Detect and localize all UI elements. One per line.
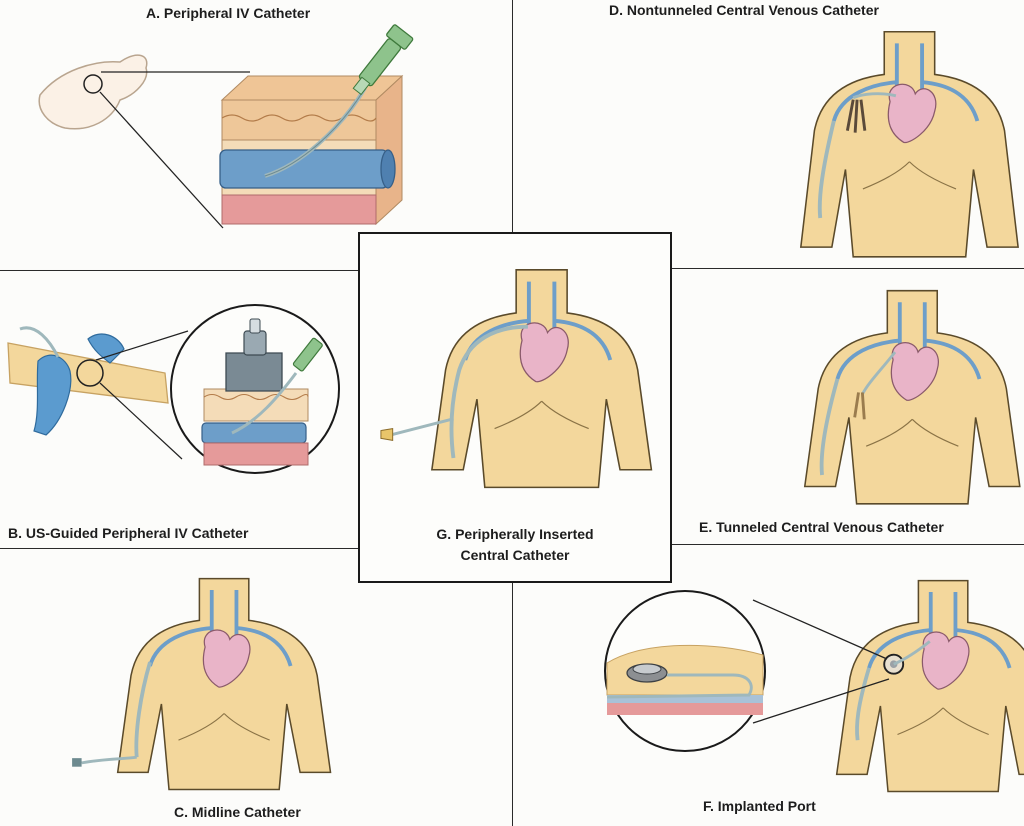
panel-e-caption: E. Tunneled Central Venous Catheter — [699, 519, 944, 535]
panel-g-caption-line1: G. Peripherally Inserted — [436, 526, 594, 542]
divider-right-top — [670, 268, 1024, 269]
panel-g-caption-line2: Central Catheter — [460, 547, 570, 563]
divider-left-bottom — [0, 548, 360, 549]
panel-implanted-port: F. Implanted Port — [513, 545, 1024, 826]
panel-us-guided-iv: B. US-Guided Peripheral IV Catheter — [0, 271, 360, 547]
us-guided-iv-illustration — [7, 304, 340, 474]
panel-nontunneled-cvc: D. Nontunneled Central Venous Catheter — [513, 0, 1024, 267]
panel-tunneled-cvc: E. Tunneled Central Venous Catheter — [671, 269, 1024, 544]
peripheral-iv-illustration — [38, 24, 414, 229]
panel-d-caption: D. Nontunneled Central Venous Catheter — [609, 2, 879, 18]
panel-f-caption: F. Implanted Port — [703, 798, 816, 814]
midline-torso-illustration — [72, 577, 332, 791]
implanted-port-illustration — [604, 579, 1024, 793]
panel-peripheral-iv: A. Peripheral IV Catheter — [0, 0, 511, 269]
panel-midline: C. Midline Catheter — [0, 549, 511, 826]
tunneled-torso-illustration — [803, 289, 1021, 505]
divider-right-bottom — [670, 544, 1024, 545]
panel-c-caption: C. Midline Catheter — [174, 804, 301, 820]
divider-left-top — [0, 270, 360, 271]
panel-a-caption: A. Peripheral IV Catheter — [146, 5, 311, 21]
panel-b-caption: B. US-Guided Peripheral IV Catheter — [8, 525, 249, 541]
panel-g-caption: G. Peripherally Inserted Central Cathete… — [360, 524, 670, 566]
picc-torso-illustration — [380, 269, 653, 489]
divider-bottom-center — [512, 582, 513, 826]
panel-picc: G. Peripherally Inserted Central Cathete… — [358, 232, 672, 583]
nontunneled-torso-illustration — [799, 30, 1019, 258]
